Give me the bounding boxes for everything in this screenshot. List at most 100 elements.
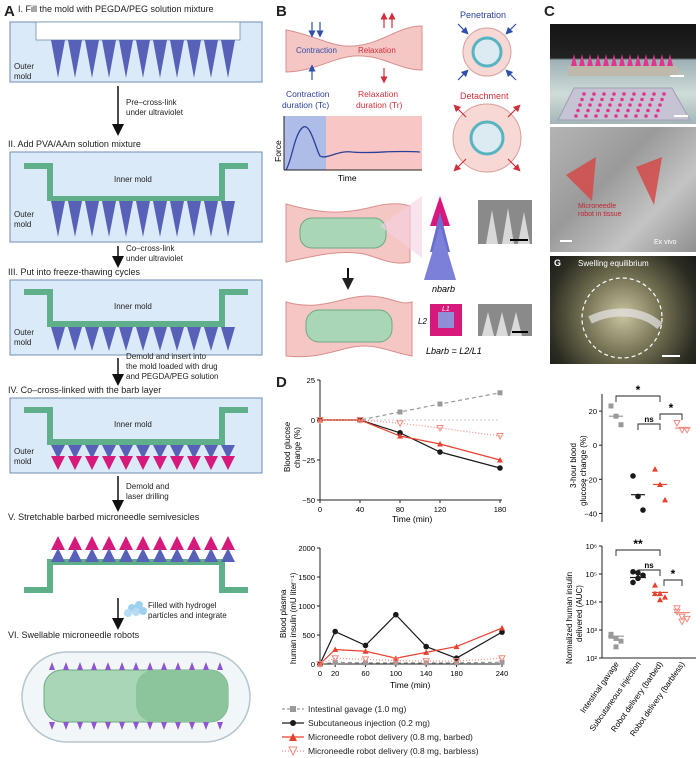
significance-bracket [637,423,661,430]
barb-cone [221,536,235,550]
patch-needle-dot [652,92,656,96]
patch-needle-dot [584,114,588,118]
insulin-data-point [454,660,459,666]
microneedle-cone [85,445,99,459]
microneedle-cone [170,327,184,351]
insulin-data-point [393,611,399,618]
insulin-data-point [362,648,369,654]
patch-needle-dot [648,103,652,107]
auc-point [678,618,686,626]
robot-needle-bottom [119,722,125,730]
glucose-series-line [320,419,501,437]
panel-c-label: C [544,3,555,20]
force-axis-label: Force [273,140,283,162]
robot-in-intestine-2 [285,295,413,358]
patch-needle-dot [640,97,644,102]
patch-needle [643,54,649,66]
patch-needle-dot [614,114,618,118]
y-tick-label: 25 [307,376,315,385]
glucose-series-line [320,419,501,469]
detachment-label: Detachment [460,91,509,101]
insulin-data-point [362,642,369,649]
patch-needle-dot [632,92,636,96]
glucose3h-point [635,493,641,500]
x-tick-label: 60 [361,669,369,678]
glucose3h-ylabel-2: glucose change (%) [579,435,588,506]
insulin-data-point [452,658,461,666]
barb-cone [102,456,116,470]
patch-needle [571,54,577,66]
auc-point [630,579,636,586]
insulin-data-point [422,658,431,666]
patch-needle-dot [576,108,580,113]
mold-step-1 [9,21,263,83]
patch-needle [595,54,601,66]
capsule-robot [21,651,251,743]
microneedle-cone [170,201,184,237]
semivesicle-step-5 [24,536,248,593]
microneedle-cone [68,445,82,459]
y-tick-label: 10⁵ [586,570,597,579]
patch-needle-dot [634,114,638,118]
y-tick-label: 10³ [586,626,597,635]
barb-cone [170,456,184,470]
patch-needle-dot [628,103,632,107]
swelling-equilibrium-label: Swelling equilibrium [578,259,649,268]
y-tick-label: 10⁴ [585,598,597,607]
significance-label: ns [644,415,654,424]
group-label: Intestinal gavage [579,660,621,715]
auc-point [678,613,686,621]
robot-needle-bottom [63,722,69,730]
l1-label: L1 [442,306,450,313]
patch-needle-dot [616,108,620,113]
insulin-data-point [332,659,338,665]
y-tick-label: 0 [311,660,315,669]
glucose-data-point [437,441,443,447]
step-4-title: IV. Co–cross-linked with the barb layer [8,385,162,395]
insulin-xlabel: Time (min) [390,680,430,690]
auc-point [608,633,614,639]
mold-step-4 [9,397,263,474]
inner-mold-label-4: Inner mold [114,420,152,429]
y-tick-label: 500 [302,631,315,640]
microneedle-cone [102,40,116,78]
l-barb-label: Lbarb = L2/L1 [426,346,482,356]
insulin-data-point [498,655,506,663]
significance-bracket [615,549,661,556]
robot-needle-bottom [133,722,139,730]
barb-cone [68,456,82,470]
insulin-data-point [361,656,370,664]
insulin-data-point [331,655,340,663]
legend-item-subq: Subcutaneous injection (0.2 mg) [282,716,528,730]
patch-needle-dot [646,108,650,113]
patch-needle [619,54,625,66]
microneedle-cone [204,201,218,237]
y-tick-label: −20 [584,475,597,484]
significance-label: ** [633,537,643,551]
x-tick-label: 0 [318,669,322,678]
patch-needle-dot [624,114,628,118]
auc-point [618,638,624,644]
insulin-data-point [499,625,505,631]
patch-needle-dot [596,108,600,113]
glucose3h-point [678,426,686,434]
microneedle-cone [119,548,133,562]
patch-needle-dot [618,103,622,107]
barb-cone [68,536,82,550]
glucose-data-point [437,449,443,455]
auc-point [662,594,668,600]
insulin-ylabel-2: human insulin (mU liter⁻¹) [289,572,298,664]
glucose3h-point [662,496,668,503]
microneedle-cone [102,201,116,237]
x-tick-label: 20 [331,669,339,678]
glucose3h-point [683,426,691,434]
microneedle-cone [204,40,218,78]
microneedle-cone [136,445,150,459]
relaxation-duration-label-1: Relaxation [358,89,398,99]
panel-a-label: A [4,3,15,20]
microneedle-cone [170,40,184,78]
